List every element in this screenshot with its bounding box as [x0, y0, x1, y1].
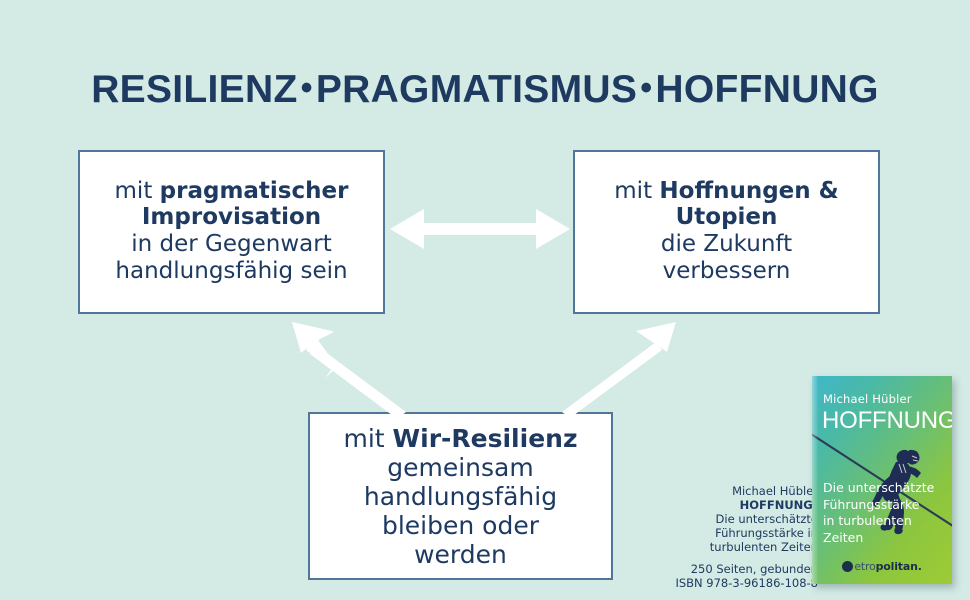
title-separator-2: • — [640, 69, 653, 107]
publisher-name-prefix: etro — [854, 560, 876, 573]
box-left-line-1-bold: pragmatischer — [159, 177, 349, 204]
box-right-line-4: verbessern — [662, 257, 791, 284]
book-credit-text: Michael Hübler HOFFNUNG! Die unterschätz… — [648, 484, 818, 591]
cover-title: HOFFNUNG! — [822, 407, 952, 434]
box-left-line-2: Improvisation — [88, 204, 375, 231]
walker-silhouette — [871, 449, 921, 535]
credit-author: Michael Hübler — [732, 484, 818, 498]
book-cover-face: Michael Hübler HOFFNUNG! Die unterschätz… — [812, 376, 952, 584]
publisher-name-suffix: politan. — [875, 560, 922, 573]
double-arrow-icon — [390, 209, 570, 249]
cover-author: Michael Hübler — [823, 392, 912, 406]
tightrope-walker-illustration — [812, 433, 952, 535]
credit-title: HOFFNUNG! — [739, 498, 818, 513]
box-bottom-line-2: gemeinsam — [387, 452, 534, 482]
credit-subtitle-1: Die unterschätzte — [715, 512, 818, 527]
cover-subtitle-3: in turbulenten Zeiten — [823, 513, 912, 545]
cover-subtitle-1: Die unterschätzte — [823, 480, 935, 495]
box-bottom-line-1-plain: mit — [343, 423, 393, 453]
title-word-resilienz: RESILIENZ — [91, 68, 298, 111]
title-separator-1: • — [300, 69, 313, 107]
concept-box-hoffnung: mit Hoffnungen & Utopien die Zukunft ver… — [573, 150, 880, 314]
cover-subtitle-2: Führungsstärke — [823, 496, 920, 512]
credit-isbn: ISBN 978-3-96186-108-8 — [675, 575, 818, 590]
box-right-line-3: die Zukunft — [660, 231, 793, 257]
walker-highlight — [898, 455, 919, 474]
cover-subtitle: Die unterschätzte Führungsstärke in turb… — [823, 480, 952, 546]
concept-box-pragmatismus: mit pragmatischer Improvisation in der G… — [78, 150, 385, 314]
title-word-pragmatismus: PRAGMATISMUS — [315, 68, 638, 111]
box-bottom-line-5: werden — [414, 539, 507, 569]
credit-pages: 250 Seiten, gebunden — [690, 562, 818, 577]
page-title: RESILIENZ•PRAGMATISMUS•HOFFNUNG — [0, 68, 970, 112]
box-right-line-1-plain: mit — [614, 177, 660, 204]
publisher-logo: etropolitan. — [812, 559, 952, 573]
box-left-line-1-plain: mit — [114, 177, 160, 204]
box-bottom-line-3: handlungsfähig — [363, 481, 558, 511]
up-right-arrow-icon — [562, 322, 676, 418]
concept-box-resilienz: mit Wir-Resilienz gemeinsam handlungsfäh… — [308, 412, 613, 580]
box-bottom-line-4: bleiben oder — [381, 510, 539, 540]
title-word-hoffnung: HOFFNUNG — [655, 68, 879, 111]
box-right-line-2: Utopien — [583, 204, 870, 231]
box-bottom-line-1: mit Wir-Resilienz — [318, 424, 603, 453]
box-bottom-line-1-bold: Wir-Resilienz — [392, 423, 578, 453]
box-left-line-4: handlungsfähig sein — [115, 257, 348, 284]
up-left-arrow-icon — [292, 322, 406, 418]
box-left-line-3: in der Gegenwart — [131, 231, 332, 257]
box-right-line-1: mit Hoffnungen & — [583, 178, 870, 205]
box-left-line-2-bold: Improvisation — [141, 204, 322, 231]
book-spine-highlight — [812, 376, 818, 584]
box-right-line-2-bold: Utopien — [675, 204, 778, 231]
credit-subtitle-3: turbulenten Zeiten — [709, 540, 818, 555]
box-left-line-1: mit pragmatischer — [88, 178, 375, 205]
credit-subtitle-2: Führungsstärke in — [715, 526, 818, 541]
tightrope-line — [812, 433, 952, 527]
book-cover: Michael Hübler HOFFNUNG! Die unterschätz… — [812, 376, 952, 584]
publisher-logo-mark — [842, 560, 854, 572]
box-right-line-1-bold: Hoffnungen & — [659, 177, 839, 204]
